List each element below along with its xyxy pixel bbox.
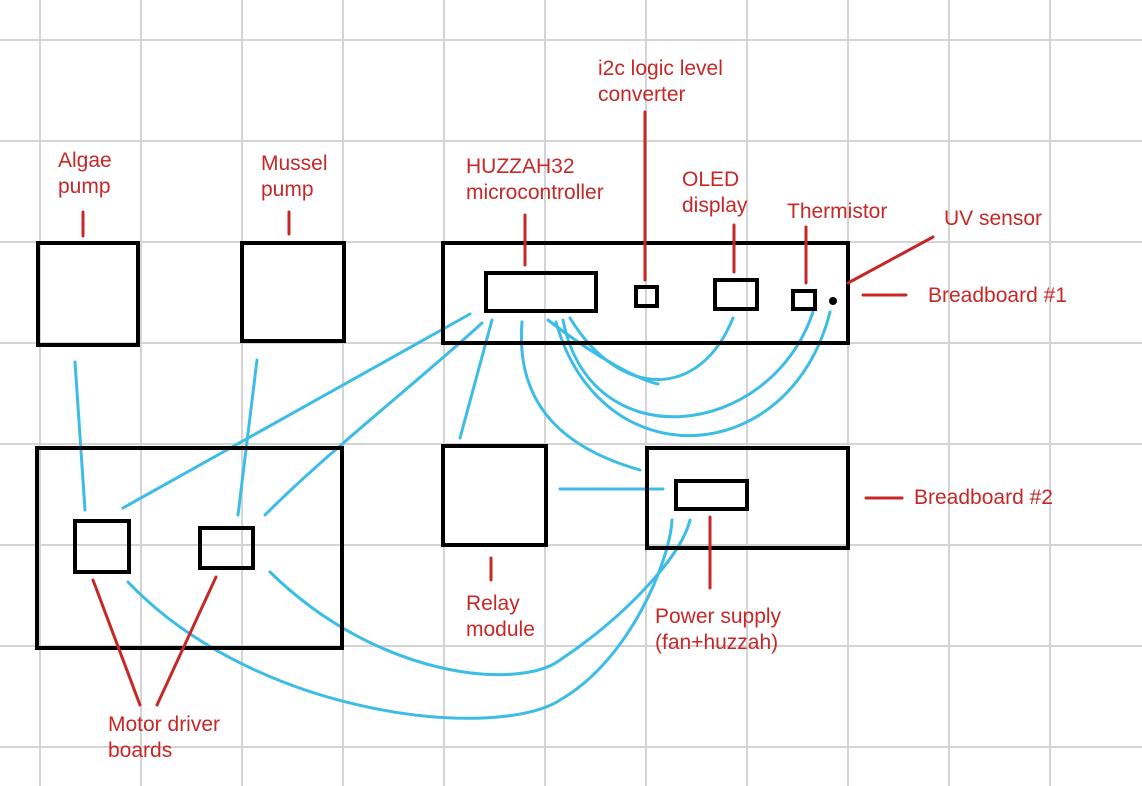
huzzah32-label: HUZZAH32 microcontroller	[466, 155, 604, 204]
huzzah32-chip	[484, 271, 598, 313]
i2c-converter-label: i2c logic level converter	[598, 57, 723, 106]
wire-huzzah-driver-2	[263, 321, 484, 517]
wire-huzzah-driver-1	[121, 312, 472, 510]
breadboard-2-box	[645, 446, 850, 550]
wire-huzzah-breadboard2	[519, 320, 642, 472]
oled-display-label: OLED display	[682, 168, 748, 217]
relay-module-label: Relay module	[466, 592, 535, 641]
wire-huzzah-relay	[458, 318, 494, 440]
wire-huzzah-oled	[568, 316, 735, 381]
thermistor-chip	[791, 289, 817, 311]
wire-huzzah-uv-sensor	[554, 310, 832, 438]
motor-box	[35, 446, 344, 650]
wire-algae-pump-driver	[73, 360, 87, 512]
uv-sensor-dot	[829, 297, 837, 305]
algae-pump-box	[36, 241, 140, 347]
power-supply-chip	[674, 479, 749, 511]
wire-driver1-power	[126, 518, 674, 720]
mussel-pump-box	[240, 241, 346, 343]
breadboard-2-label: Breadboard #2	[914, 486, 1053, 509]
wire-driver2-power	[268, 518, 692, 677]
wire-huzzah-thermistor	[561, 310, 815, 419]
callout-motor-1	[91, 578, 142, 707]
callout-motor-2	[155, 575, 218, 707]
relay-module-box	[441, 444, 548, 547]
components	[35, 241, 850, 650]
wires	[73, 310, 832, 720]
power-supply-label: Power supply (fan+huzzah)	[655, 605, 782, 654]
callout-lines	[81, 110, 935, 707]
mussel-pump-label: Mussel pump	[261, 152, 328, 201]
callout-uv	[846, 235, 935, 285]
motor-driver-1	[73, 519, 131, 574]
motor-driver-boards-label: Motor driver boards	[108, 713, 221, 762]
i2c-converter-chip	[634, 285, 659, 308]
uv-sensor-label: UV sensor	[944, 207, 1043, 230]
thermistor-label: Thermistor	[787, 200, 888, 223]
algae-pump-label: Algae pump	[58, 149, 112, 198]
motor-driver-2	[198, 526, 255, 570]
oled-display-chip	[713, 278, 759, 311]
breadboard-1-label: Breadboard #1	[928, 284, 1067, 307]
